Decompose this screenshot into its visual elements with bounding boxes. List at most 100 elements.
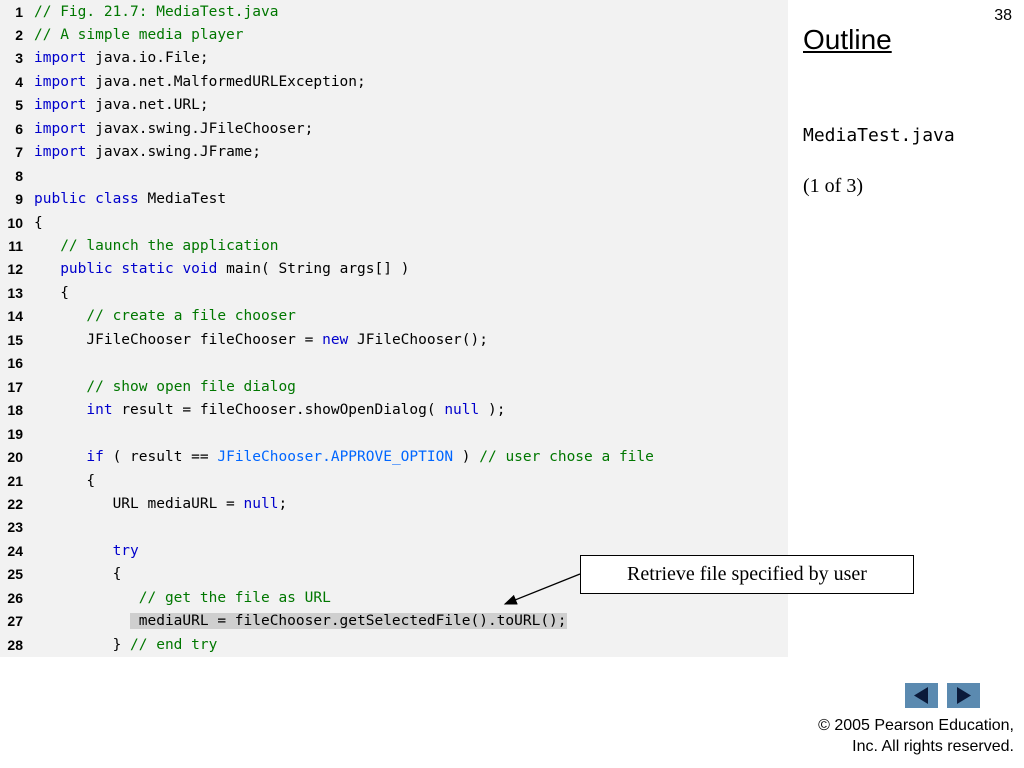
code-token: // Fig. 21.7: MediaTest.java — [34, 3, 279, 20]
highlighted-code-token: mediaURL = fileChooser.getSelectedFile()… — [130, 613, 567, 630]
line-number: 11 — [8, 238, 23, 254]
code-line: 23 — [0, 516, 788, 539]
code-token: { — [34, 566, 122, 583]
code-line: 7 import javax.swing.JFrame; — [0, 141, 788, 164]
code-text: mediaURL = fileChooser.getSelectedFile()… — [34, 610, 567, 633]
code-token: // create a file chooser — [86, 308, 296, 325]
code-token: if — [86, 449, 104, 466]
code-token: class — [95, 191, 139, 208]
code-token: { — [34, 472, 96, 489]
code-token: // end try — [130, 636, 218, 653]
code-line: 28 } // end try — [0, 634, 788, 657]
line-number: 28 — [7, 636, 23, 653]
line-number: 6 — [15, 120, 23, 137]
code-line: 2 // A simple media player — [0, 24, 788, 47]
code-token: // user chose a file — [479, 449, 654, 466]
code-text: { — [34, 282, 69, 305]
code-text: try — [34, 540, 139, 563]
code-token: new — [322, 331, 349, 348]
code-token: java.io.File; — [86, 50, 209, 67]
code-text: { — [34, 212, 43, 235]
code-line: 18 int result = fileChooser.showOpenDial… — [0, 399, 788, 422]
file-name: MediaTest.java — [803, 125, 955, 146]
code-token: ; — [278, 495, 288, 512]
line-number: 7 — [15, 144, 23, 161]
code-line: 5 import java.net.URL; — [0, 94, 788, 117]
line-number: 21 — [7, 472, 23, 489]
code-token: null — [444, 402, 480, 419]
prev-slide-button[interactable] — [905, 683, 938, 708]
code-line: 22 URL mediaURL = null; — [0, 493, 788, 516]
code-text: public static void main( String args[] ) — [34, 258, 409, 281]
code-token: null — [243, 495, 279, 512]
code-text: // A simple media player — [34, 24, 244, 47]
code-token: import — [34, 120, 87, 137]
code-token: { — [34, 214, 43, 231]
line-number: 23 — [7, 519, 23, 536]
code-line: 19 — [0, 423, 788, 446]
right-arrow-icon — [957, 687, 971, 704]
code-line: 6 import javax.swing.JFileChooser; — [0, 118, 788, 141]
code-token: javax.swing.JFileChooser; — [86, 120, 314, 137]
code-line: 11 // launch the application — [0, 235, 788, 258]
line-number: 22 — [7, 495, 23, 512]
code-token: JFileChooser(); — [348, 331, 488, 348]
line-number: 5 — [15, 97, 23, 114]
code-line: 14 // create a file chooser — [0, 305, 788, 328]
code-token: try — [112, 542, 139, 559]
copyright-line-2: Inc. All rights reserved. — [852, 738, 1014, 755]
code-line: 8 — [0, 165, 788, 188]
code-panel: 1// Fig. 21.7: MediaTest.java 2 // A simpl… — [0, 0, 788, 657]
copyright: © 2005 Pearson Education, Inc. All right… — [818, 715, 1014, 757]
code-token: static — [121, 261, 174, 278]
code-text: // get the file as URL — [34, 587, 331, 610]
line-number: 2 — [15, 26, 23, 43]
line-number: 27 — [7, 613, 23, 630]
code-line: 13 { — [0, 282, 788, 305]
code-text: // show open file dialog — [34, 376, 296, 399]
line-number: 13 — [7, 284, 23, 301]
line-number: 19 — [7, 425, 23, 442]
code-line: 17 // show open file dialog — [0, 376, 788, 399]
code-line: 16 — [0, 352, 788, 375]
code-token: // show open file dialog — [86, 378, 296, 395]
line-number: 18 — [7, 402, 23, 419]
code-line: 15 JFileChooser fileChooser = new JFileC… — [0, 329, 788, 352]
code-text: { — [34, 563, 122, 586]
code-text: URL mediaURL = null; — [34, 493, 288, 516]
code-text: import java.io.File; — [34, 47, 209, 70]
page-info: (1 of 3) — [803, 175, 863, 197]
code-token: result = fileChooser.showOpenDialog( — [112, 402, 445, 419]
slide-number: 38 — [994, 7, 1012, 24]
line-number: 12 — [7, 261, 23, 278]
code-line: 27 mediaURL = fileChooser.getSelectedFil… — [0, 610, 788, 633]
code-text: import java.net.URL; — [34, 94, 209, 117]
code-text: } // end try — [34, 634, 218, 657]
code-token: import — [34, 73, 87, 90]
code-text: // Fig. 21.7: MediaTest.java — [34, 1, 278, 24]
line-number: 14 — [7, 308, 23, 325]
code-text: int result = fileChooser.showOpenDialog(… — [34, 399, 505, 422]
code-token: main( String args[] ) — [217, 261, 410, 278]
code-token: import — [34, 144, 87, 161]
code-token: // get the file as URL — [138, 589, 331, 606]
line-number: 24 — [7, 542, 23, 559]
code-token: } — [34, 636, 131, 653]
line-number: 15 — [7, 331, 23, 348]
line-number: 16 — [7, 355, 23, 372]
code-text: if ( result == JFileChooser.APPROVE_OPTI… — [34, 446, 654, 469]
left-arrow-icon — [914, 687, 928, 704]
copyright-line-1: © 2005 Pearson Education, — [818, 717, 1014, 734]
code-line: 20 if ( result == JFileChooser.APPROVE_O… — [0, 446, 788, 469]
next-slide-button[interactable] — [947, 683, 980, 708]
code-text: import javax.swing.JFrame; — [34, 141, 261, 164]
code-token: URL mediaURL = — [34, 495, 244, 512]
code-line: 1// Fig. 21.7: MediaTest.java — [0, 1, 788, 24]
code-text: { — [34, 470, 95, 493]
line-number: 17 — [7, 378, 23, 395]
code-line: 12 public static void main( String args[… — [0, 258, 788, 281]
line-number: 26 — [7, 589, 23, 606]
